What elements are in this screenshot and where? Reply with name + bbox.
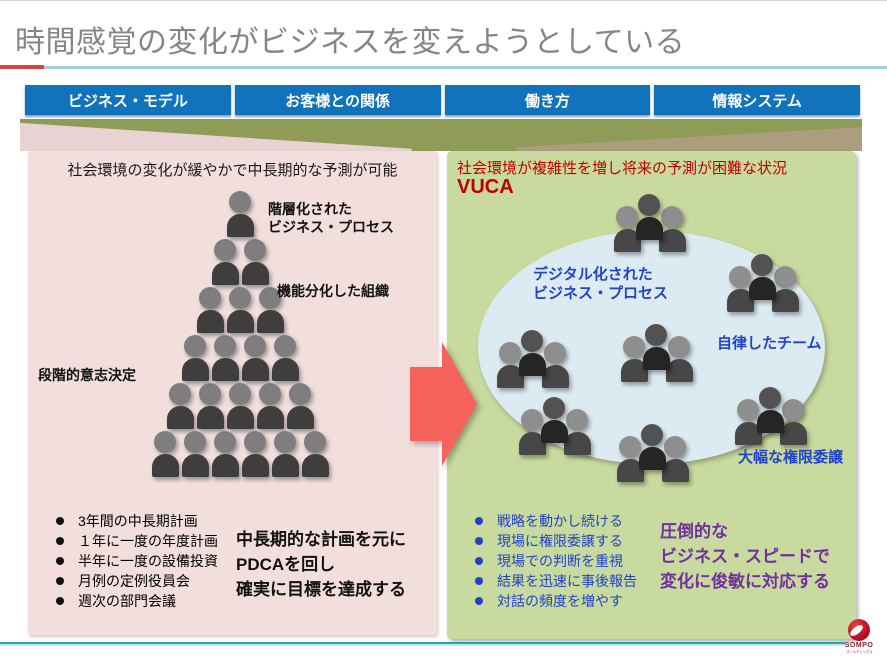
label-autonomous-team: 自律したチーム [717, 335, 822, 352]
person-icon [564, 409, 591, 455]
person-icon [727, 266, 754, 312]
left-bullet-list: 3年間の中長期計画 １年に一度の年度計画 半年に一度の設備投資 月例の定例役員会… [56, 511, 218, 611]
list-item: 半年に一度の設備投資 [56, 551, 218, 571]
person-icon [614, 206, 641, 252]
list-item: １年に一度の年度計画 [56, 531, 218, 551]
list-item: 戦略を動かし続ける [475, 511, 637, 531]
person-icon [662, 436, 689, 482]
team-cluster [519, 397, 591, 455]
team-cluster [617, 424, 689, 482]
person-icon [197, 287, 224, 333]
person-icon [227, 287, 254, 333]
person-icon [227, 191, 254, 237]
transition-arrow-icon [410, 342, 477, 466]
pyramid [28, 151, 437, 635]
team-cluster [614, 194, 686, 252]
category-tabbar: ビジネス・モデル お客様との関係 働き方 情報システム [25, 85, 860, 115]
person-icon [617, 436, 644, 482]
person-icon [636, 194, 663, 240]
bullet-icon [56, 537, 64, 545]
page-title: 時間感覚の変化がビジネスを変えようとしている [15, 26, 686, 59]
person-icon [227, 383, 254, 429]
person-icon [519, 409, 546, 455]
person-icon [659, 206, 686, 252]
label-digital-process: デジタル化された ビジネス・プロセス [533, 266, 669, 302]
diagonal-band [20, 119, 862, 151]
person-icon [749, 254, 776, 300]
person-icon [212, 431, 239, 477]
footer-line-light [0, 644, 845, 646]
person-icon [497, 342, 524, 388]
title-underline-red [0, 65, 44, 69]
left-panel-header: 社会環境の変化が緩やかで中長期的な予測が可能 [67, 162, 398, 179]
footer-line-dark [0, 642, 845, 644]
tab-workstyle[interactable]: 働き方 [444, 85, 651, 115]
person-icon [621, 336, 648, 382]
tab-customer-relations[interactable]: お客様との関係 [234, 85, 441, 115]
bullet-icon [475, 537, 483, 545]
person-icon [519, 330, 546, 376]
person-icon [182, 431, 209, 477]
person-icon [257, 383, 284, 429]
person-icon [639, 424, 666, 470]
sompo-logo-icon [848, 619, 870, 641]
right-summary-text: 圧倒的な ビジネス・スピードで 変化に俊敏に対応する [660, 522, 830, 591]
person-icon [272, 431, 299, 477]
list-item: 週次の部門会議 [56, 591, 218, 611]
person-icon [287, 383, 314, 429]
person-icon [212, 239, 239, 285]
person-icon [772, 266, 799, 312]
list-item: 3年間の中長期計画 [56, 511, 218, 531]
bullet-icon [56, 517, 64, 525]
person-icon [780, 399, 807, 445]
person-icon [242, 335, 269, 381]
person-icon [242, 239, 269, 285]
team-cluster [727, 254, 799, 312]
team-cluster [497, 330, 569, 388]
list-item: 結果を迅速に事後報告 [475, 571, 637, 591]
person-icon [643, 324, 670, 370]
person-icon [182, 335, 209, 381]
list-item: 現場に権限委譲する [475, 531, 637, 551]
list-item: 対話の頻度を増やす [475, 591, 637, 611]
right-bullet-list: 戦略を動かし続ける 現場に権限委譲する 現場での判断を重視 結果を迅速に事後報告… [475, 511, 637, 611]
title-underline-teal [44, 66, 887, 69]
label-delegation: 大幅な権限委譲 [738, 449, 844, 466]
label-functional-org: 機能分化した組織 [277, 283, 389, 299]
team-cluster [621, 324, 693, 382]
panel-traditional: 社会環境の変化が緩やかで中長期的な予測が可能 階層化された ビジネス・プロセス … [28, 151, 437, 635]
person-icon [541, 397, 568, 443]
person-icon [272, 335, 299, 381]
vuca-label: VUCA [457, 176, 514, 198]
panel-vuca: 社会環境が複雑性を増し将来の予測が困難な状況 VUCA デジタル化された ビジネ… [447, 151, 856, 639]
person-icon [212, 335, 239, 381]
person-icon [197, 383, 224, 429]
company-logo: SOMPO ホールディングス [836, 619, 882, 658]
right-panel-header: 社会環境が複雑性を増し将来の予測が困難な状況 [457, 160, 788, 177]
bullet-icon [475, 577, 483, 585]
person-icon [167, 383, 194, 429]
list-item: 現場での判断を重視 [475, 551, 637, 571]
person-icon [302, 431, 329, 477]
person-icon [242, 431, 269, 477]
person-icon [257, 287, 284, 333]
person-icon [735, 399, 762, 445]
bullet-icon [475, 517, 483, 525]
person-icon [152, 431, 179, 477]
list-item: 月例の定例役員会 [56, 571, 218, 591]
tab-business-model[interactable]: ビジネス・モデル [25, 85, 231, 115]
bullet-icon [56, 577, 64, 585]
label-stepwise-decision: 段階的意志決定 [38, 367, 136, 383]
person-icon [757, 387, 784, 433]
left-summary-text: 中長期的な計画を元に PDCAを回し 確実に目標を達成する [236, 530, 406, 599]
bullet-icon [56, 557, 64, 565]
person-icon [542, 342, 569, 388]
bullet-icon [475, 597, 483, 605]
bullet-icon [475, 557, 483, 565]
person-icon [666, 336, 693, 382]
bullet-icon [56, 597, 64, 605]
label-hierarchy: 階層化された ビジネス・プロセス [268, 201, 394, 235]
tab-information-systems[interactable]: 情報システム [654, 85, 860, 115]
team-cluster [735, 387, 807, 445]
